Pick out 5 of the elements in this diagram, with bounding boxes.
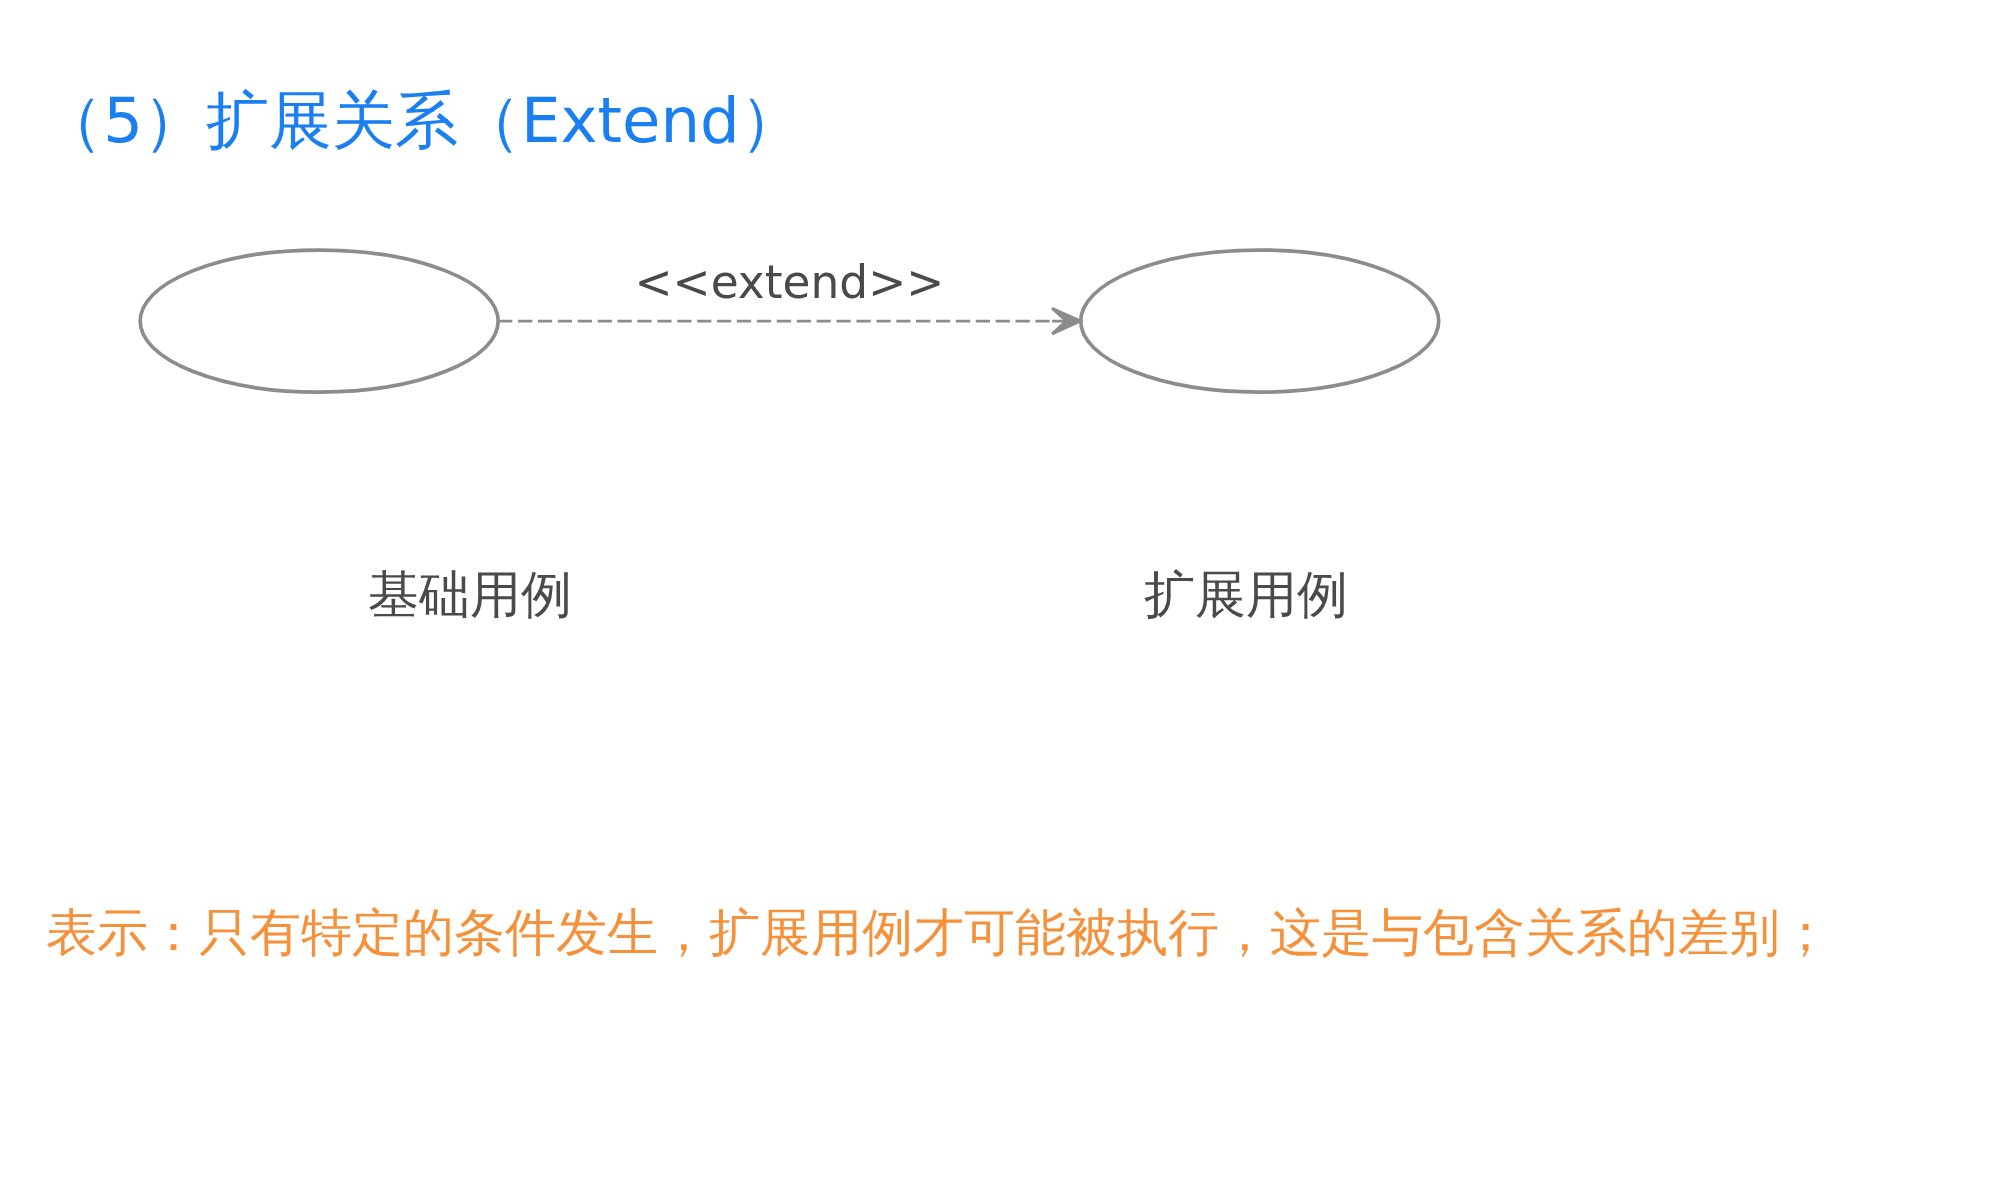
node-label: 基础用例 xyxy=(367,565,572,625)
diagram-title: （5）扩展关系（Extend） xyxy=(40,83,803,157)
node-label: 扩展用例 xyxy=(1143,565,1348,625)
label: 表示：只有特定的条件发生，扩展用例才可能被执行，这是与包含关系的差别； xyxy=(46,903,1832,963)
edge-label: <<extend>> xyxy=(634,255,945,309)
